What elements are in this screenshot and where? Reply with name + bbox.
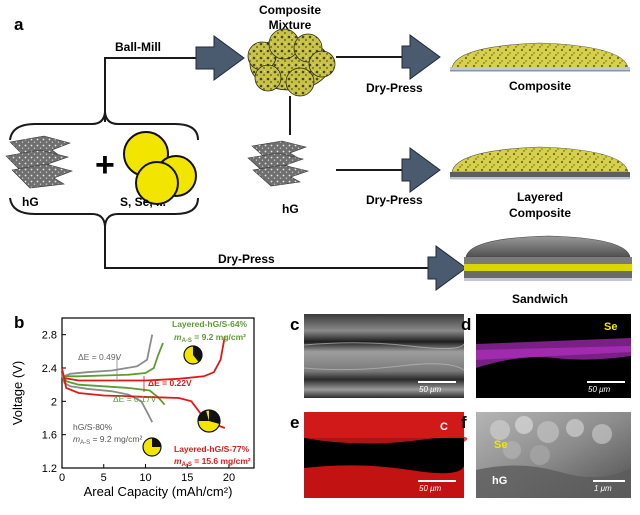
panel-a-arrows [195, 34, 467, 291]
sandwich-electrode-icon [464, 235, 632, 281]
y-tick-label-1: 1.6 [42, 430, 57, 442]
legend-gray-m: m [73, 434, 80, 444]
x-tick-label-4: 20 [223, 472, 235, 484]
legend-gray-line1: hG/S-80% [73, 422, 113, 432]
series-0-curve-0 [61, 374, 154, 423]
dry-press-label-3: Dry-Press [218, 252, 275, 266]
scale-label-d: 50 μm [588, 385, 611, 394]
element-label-se-d: Se [604, 321, 617, 333]
legend-green-line1: Layered-hG/S-64% [172, 319, 248, 329]
legend-red-val: = 15.6 mg/cm² [192, 456, 251, 466]
legend-gray-val: = 9.2 mg/cm² [90, 434, 142, 444]
panel-c-letter: c [290, 315, 299, 334]
panel-d-letter: d [461, 315, 471, 334]
legend-red-line1: Layered-hG/S-77% [174, 444, 250, 454]
panel-a-letter: a [14, 15, 24, 34]
legend-green-line2: mA-S = 9.2 mg/cm² [174, 332, 246, 344]
series-0-curve-1 [63, 334, 154, 378]
scale-label-e: 50 μm [419, 484, 442, 493]
composite-electrode-icon [450, 42, 630, 72]
mixture-title-line1: Composite [259, 3, 321, 17]
legend-red-line2: mA-S = 15.6 mg/cm² [174, 456, 251, 468]
hg-sheets-middle-icon [247, 140, 310, 187]
series-1-curve-1 [63, 342, 164, 378]
de049-annotation: ΔE = 0.49V [78, 352, 122, 362]
legend-green-val: = 9.2 mg/cm² [192, 332, 246, 342]
y-tick-label-2: 2 [51, 396, 57, 408]
label-hg-f: hG [492, 475, 507, 487]
pie-icon-green [183, 345, 203, 365]
dry-press-label-2: Dry-Press [366, 193, 423, 207]
y-tick-label-0: 1.2 [42, 463, 57, 475]
arrow-to-sandwich [427, 245, 467, 291]
de022-annotation: ΔE = 0.22V [148, 378, 192, 388]
y-tick-label-3: 2.4 [42, 363, 57, 375]
element-label-c-e: C [440, 421, 448, 433]
panel-a-connectors [9, 56, 432, 269]
arrow-to-layered [401, 147, 441, 193]
series-2-curve-1 [63, 336, 226, 382]
layered-result-label-line2: Composite [509, 206, 571, 220]
y-tick-label-4: 2.8 [42, 330, 57, 342]
composite-result-label: Composite [509, 79, 571, 93]
sem-cross-section-image [303, 314, 465, 398]
legend-green-sub: A-S [182, 338, 192, 344]
mixture-title-line2: Mixture [269, 18, 312, 32]
plot-frame [61, 317, 255, 469]
legend-red-m: m [174, 456, 182, 466]
scale-label-c: 50 μm [419, 385, 442, 394]
pie-icon-gray [142, 437, 162, 457]
y-axis-label: Voltage (V) [10, 361, 25, 425]
x-tick-label-0: 0 [59, 472, 65, 484]
sandwich-result-label: Sandwich [512, 292, 568, 306]
panel-f-letter: f [461, 413, 467, 432]
legend-green-m: m [174, 332, 182, 342]
sem-high-mag-image [476, 412, 631, 498]
arrow-to-composite [401, 34, 441, 80]
arrow-ball-mill [195, 35, 245, 81]
legend-red-sub: A-S [182, 462, 192, 468]
label-se-f: Se [494, 439, 507, 451]
x-tick-label-1: 5 [101, 472, 107, 484]
series-1-curve-0 [61, 372, 166, 406]
pie-icon-red [197, 409, 221, 433]
legend-gray-line2: mA-S = 9.2 mg/cm² [73, 434, 142, 446]
hg-sheets-icon [5, 135, 73, 189]
c-eds-map-image [304, 412, 468, 498]
layered-result-label-line1: Layered [517, 190, 563, 204]
se-eds-map-image [476, 314, 631, 398]
de017-annotation: ΔE = 0.17V [113, 394, 157, 404]
panel-b-letter: b [14, 313, 24, 332]
composite-mixture-icon [247, 28, 336, 97]
hg-input-label: hG [22, 195, 39, 209]
scale-label-f: 1 μm [594, 484, 612, 493]
plus-sign: + [95, 146, 115, 184]
ball-mill-label: Ball-Mill [115, 40, 161, 54]
dry-press-label-1: Dry-Press [366, 81, 423, 95]
x-tick-label-2: 10 [139, 472, 151, 484]
layered-composite-electrode-icon [450, 146, 630, 180]
legend-gray-sub: A-S [80, 440, 90, 446]
sulfur-input-label: S, Se, ... [120, 195, 166, 209]
panel-e-letter: e [290, 413, 299, 432]
sulfur-particles-icon [123, 131, 197, 205]
x-tick-label-3: 15 [181, 472, 193, 484]
hg-middle-label: hG [282, 202, 299, 216]
x-axis-label: Areal Capacity (mAh/cm²) [84, 484, 233, 499]
